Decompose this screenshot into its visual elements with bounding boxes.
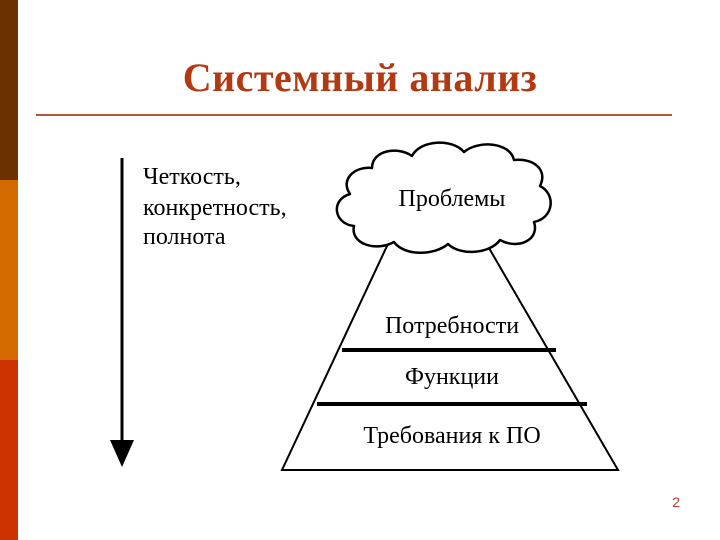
accent-bar-top — [0, 0, 18, 180]
clarity-arrow — [110, 158, 134, 467]
arrow-label-line-3: полнота — [143, 224, 226, 250]
slide-title: Системный анализ — [182, 55, 538, 100]
pyramid — [280, 147, 620, 471]
cloud-label: Проблемы — [399, 186, 506, 212]
pyramid-level-needs: Потребности — [385, 313, 519, 339]
title-divider — [36, 114, 672, 116]
arrow-label-line-1: Четкость, — [143, 164, 241, 190]
pyramid-level-software-requirements: Требования к ПО — [363, 423, 540, 449]
arrow-label-line-2: конкретность, — [143, 195, 287, 221]
accent-bar-bottom — [0, 360, 18, 540]
accent-bar-middle — [0, 180, 18, 360]
problems-cloud — [335, 141, 552, 254]
pyramid-level-functions: Функции — [405, 364, 499, 390]
page-number: 2 — [672, 494, 680, 510]
